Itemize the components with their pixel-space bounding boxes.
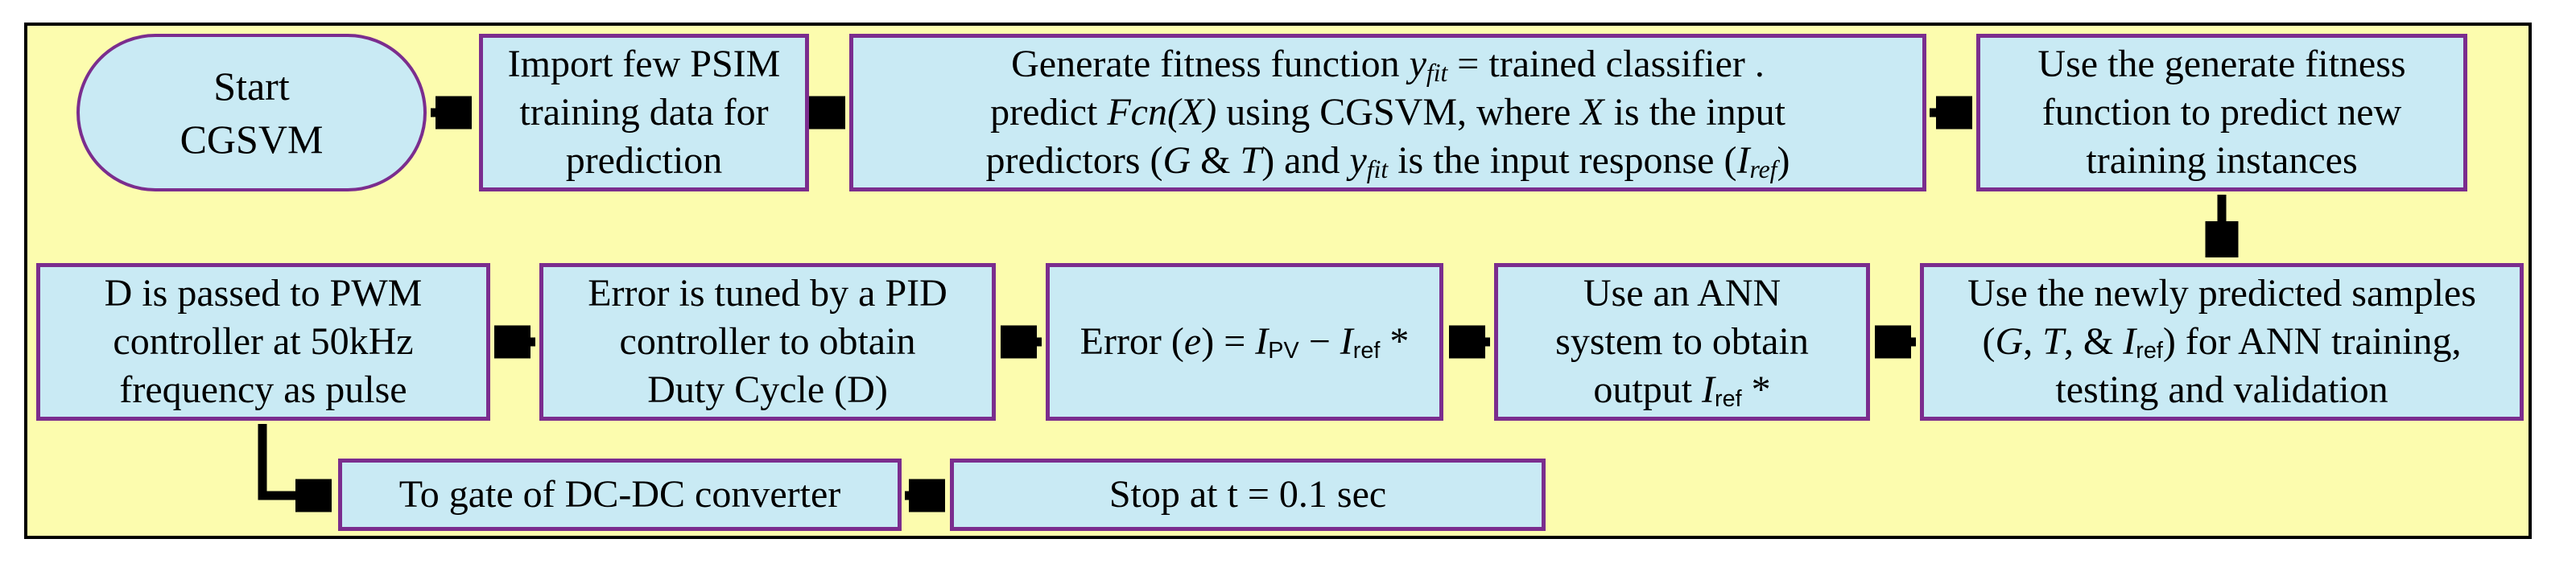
node-import-psim-data: Import few PSIM training data for predicti… [479, 34, 809, 191]
node-text-line: Import few PSIM [507, 43, 781, 85]
node-text-line: frequency as pulse [119, 368, 407, 411]
node-pid-controller: Error is tuned by a PID controller to obt… [539, 263, 996, 421]
node-text-line: system to obtain [1555, 320, 1809, 363]
node-text-line: Use an ANN [1583, 272, 1781, 315]
node-error-equation: Error (e) = IPV − Iref * [1046, 263, 1443, 421]
node-text-line: controller to obtain [619, 320, 916, 363]
node-text-line: Error (e) = IPV − Iref * [1080, 320, 1410, 364]
node-text-line: function to predict new [2041, 91, 2402, 134]
node-text-line: training instances [2086, 139, 2358, 182]
node-text-line: prediction [565, 139, 723, 182]
node-generate-fitness-function: Generate fitness function yfit = trained… [849, 34, 1926, 191]
node-text-line: Duty Cycle (D) [647, 368, 888, 411]
node-text-line: training data for [519, 91, 769, 134]
node-text-line: controller at 50kHz [113, 320, 414, 363]
node-text-line: Use the newly predicted samples [1967, 272, 2476, 315]
node-text-line: predictors (G & T) and yfit is the input… [985, 139, 1790, 183]
node-text-line: D is passed to PWM [104, 272, 423, 315]
node-ann-system: Use an ANN system to obtain output Iref * [1494, 263, 1870, 421]
node-stop: Stop at t = 0.1 sec [950, 459, 1546, 531]
node-text-line: Error is tuned by a PID [588, 272, 947, 315]
node-text-line: output Iref * [1593, 368, 1771, 413]
node-text-line: Generate fitness function yfit = trained… [1011, 43, 1765, 87]
node-text-line: (G, T, & Iref) for ANN training, [1982, 320, 2462, 364]
node-ann-training: Use the newly predicted samples (G, T, & … [1920, 263, 2524, 421]
node-text-line: Start [213, 64, 290, 109]
node-text-line: CGSVM [180, 117, 324, 162]
node-use-fitness-function: Use the generate fitness function to pred… [1976, 34, 2467, 191]
node-text-line: To gate of DC-DC converter [398, 473, 841, 516]
node-text-line: predict Fcn(X) using CGSVM, where X is t… [990, 91, 1785, 134]
node-dc-dc-gate: To gate of DC-DC converter [338, 459, 902, 531]
node-text-line: testing and validation [2055, 368, 2388, 411]
node-text-line: Stop at t = 0.1 sec [1108, 473, 1387, 516]
node-pwm-controller: D is passed to PWM controller at 50kHz fre… [36, 263, 490, 421]
node-text-line: Use the generate fitness [2037, 43, 2406, 85]
